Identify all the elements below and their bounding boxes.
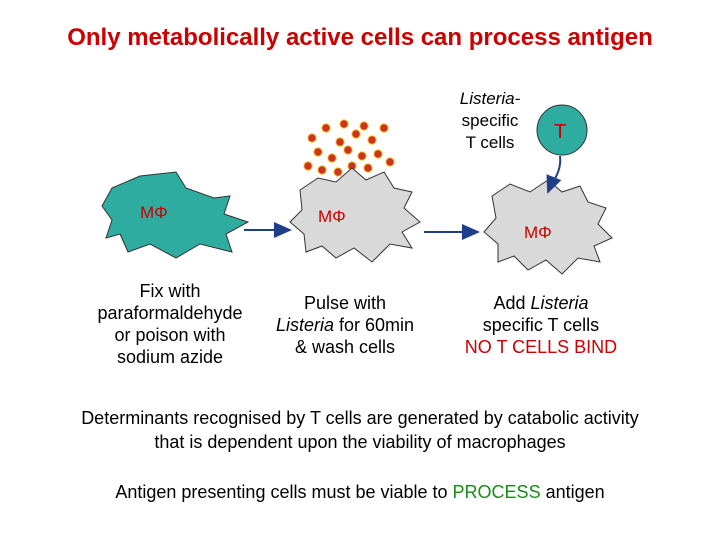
- listeria-bacterium: [313, 147, 323, 157]
- slide-title: Only metabolically active cells can proc…: [67, 24, 653, 51]
- t-cell: [536, 104, 588, 156]
- t-cell-arrow: [546, 155, 562, 194]
- listeria-bacterium: [317, 165, 327, 175]
- t-cell-label: T: [554, 121, 566, 143]
- fixed-macrophage: [101, 171, 250, 259]
- caption-step-1: Fix with paraformaldehyde or poison with…: [97, 281, 243, 367]
- listeria-bacterium: [373, 149, 383, 159]
- live-macrophage-2: [289, 167, 421, 263]
- listeria-bacterium: [333, 167, 343, 177]
- listeria-bacterium: [367, 135, 377, 145]
- listeria-label-line3: T cells: [465, 133, 515, 152]
- process-word: PROCESS: [452, 482, 541, 502]
- mphi-label-3: MΦ: [524, 223, 552, 242]
- final-statement: Antigen presenting cells must be viable …: [115, 482, 605, 502]
- listeria-label-line1: Listeria-: [459, 89, 521, 108]
- listeria-bacterium: [303, 161, 313, 171]
- no-t-cells-bind: NO T CELLS BIND: [464, 337, 618, 357]
- listeria-bacterium: [327, 153, 337, 163]
- listeria-bacterium: [359, 121, 369, 131]
- caption-step-2: Pulse with Listeria for 60min & wash cel…: [275, 293, 415, 357]
- listeria-bacterium: [321, 123, 331, 133]
- listeria-bacterium: [385, 157, 395, 167]
- listeria-bacterium: [307, 133, 317, 143]
- listeria-bacterium: [343, 145, 353, 155]
- listeria-specific-label: Listeria- specific T cells: [440, 88, 540, 154]
- listeria-bacteria-cluster: [303, 119, 395, 177]
- mphi-label-2: MΦ: [318, 207, 346, 226]
- listeria-bacterium: [363, 163, 373, 173]
- mphi-label-1: MΦ: [140, 203, 168, 222]
- listeria-bacterium: [379, 123, 389, 133]
- conclusion-text: Determinants recognised by T cells are g…: [81, 408, 639, 452]
- listeria-bacterium: [351, 129, 361, 139]
- listeria-bacterium: [357, 151, 367, 161]
- listeria-label-line2: specific: [461, 111, 519, 130]
- listeria-bacterium: [339, 119, 349, 129]
- caption-step-3: Add Listeria specific T cells NO T CELLS…: [448, 292, 634, 358]
- listeria-bacterium: [335, 137, 345, 147]
